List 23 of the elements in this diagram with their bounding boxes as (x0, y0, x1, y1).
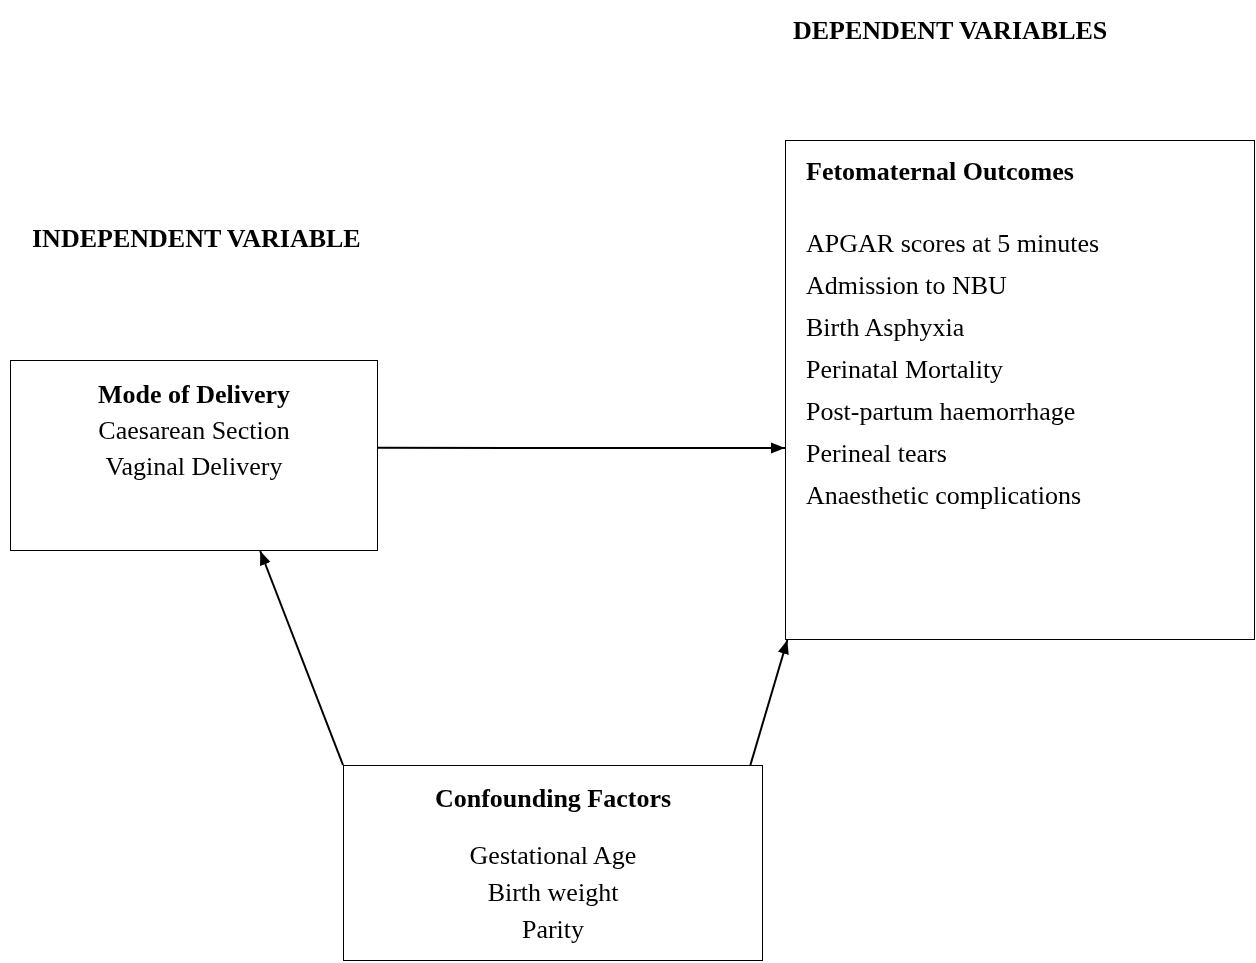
box-item: APGAR scores at 5 minutes (806, 228, 1101, 260)
arrow (749, 639, 789, 766)
box-item: Anaesthetic complications (806, 480, 1083, 512)
section-heading: INDEPENDENT VARIABLE (32, 224, 361, 254)
box-item: Perineal tears (806, 438, 948, 470)
box-item: Perinatal Mortality (806, 354, 1005, 386)
box-item: Parity (520, 914, 586, 946)
box-item: Post-partum haemorrhage (806, 396, 1077, 428)
box-heading: Confounding Factors (433, 783, 673, 815)
box-item: Gestational Age (468, 840, 638, 872)
box-heading: Mode of Delivery (96, 379, 291, 411)
section-heading: DEPENDENT VARIABLES (793, 16, 1108, 46)
box-item: Caesarean Section (97, 415, 291, 447)
box-item: Vaginal Delivery (104, 451, 284, 483)
box-item: Birth Asphyxia (806, 312, 966, 344)
arrow (377, 442, 786, 454)
text-box (785, 140, 1255, 640)
text-box (10, 360, 378, 551)
text-box (343, 765, 763, 961)
box-heading: Fetomaternal Outcomes (806, 156, 1075, 188)
box-item: Admission to NBU (806, 270, 1008, 302)
box-item: Birth weight (486, 877, 620, 909)
arrow (259, 550, 344, 766)
